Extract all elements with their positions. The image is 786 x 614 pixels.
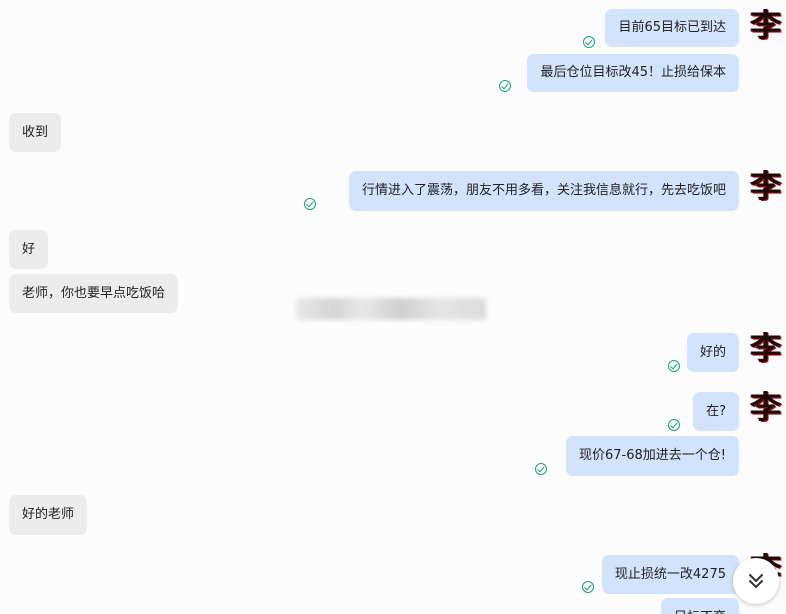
message-bubble-outgoing[interactable]: 目前65目标已到达 bbox=[605, 9, 739, 47]
message-bubble-incoming[interactable]: 好的老师 bbox=[9, 495, 88, 535]
check-circle-icon bbox=[499, 80, 511, 92]
message-bubble-outgoing[interactable]: 在? bbox=[693, 392, 739, 431]
message-bubble-outgoing[interactable]: 现价67-68加进去一个仓! bbox=[566, 436, 739, 476]
check-circle-icon bbox=[583, 36, 595, 48]
message-bubble-outgoing[interactable]: 好的 bbox=[686, 333, 739, 372]
check-circle-icon bbox=[535, 463, 547, 475]
scroll-to-bottom-button[interactable] bbox=[733, 558, 779, 604]
message-bubble-outgoing[interactable]: 目标不变 bbox=[660, 598, 739, 614]
blurred-content bbox=[296, 298, 486, 320]
double-chevron-down-icon bbox=[749, 574, 763, 588]
avatar[interactable]: 李 bbox=[750, 8, 782, 44]
message-bubble-incoming[interactable]: 老师，你也要早点吃饭哈 bbox=[9, 274, 179, 313]
check-circle-icon bbox=[668, 360, 680, 372]
message-bubble-outgoing[interactable]: 最后仓位目标改45！止损给保本 bbox=[527, 54, 739, 92]
avatar[interactable]: 李 bbox=[750, 331, 782, 367]
message-bubble-outgoing[interactable]: 现止损统一改4275 bbox=[601, 555, 739, 594]
avatar[interactable]: 李 bbox=[750, 390, 782, 426]
avatar[interactable]: 李 bbox=[750, 169, 782, 205]
check-circle-icon bbox=[582, 581, 594, 593]
message-bubble-outgoing[interactable]: 行情进入了震荡，朋友不用多看，关注我信息就行，先去吃饭吧 bbox=[348, 171, 739, 211]
check-circle-icon bbox=[304, 198, 316, 210]
message-bubble-incoming[interactable]: 好 bbox=[9, 230, 49, 269]
message-bubble-incoming[interactable]: 收到 bbox=[9, 113, 62, 152]
check-circle-icon bbox=[668, 419, 680, 431]
